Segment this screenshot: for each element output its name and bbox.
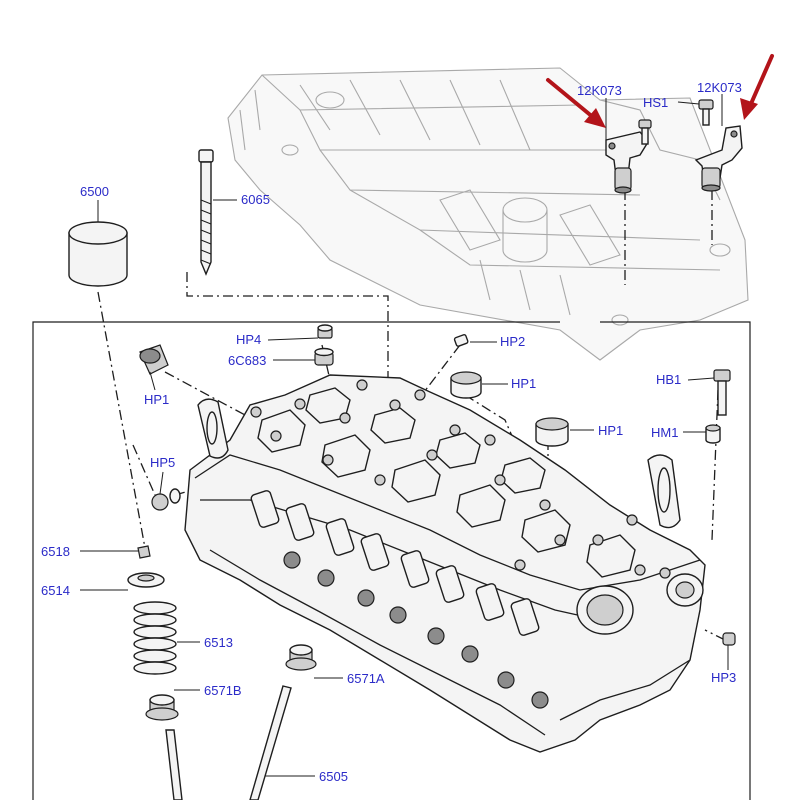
spring-retainer-6514 xyxy=(127,572,165,588)
highlight-arrow-right xyxy=(740,54,774,120)
callout-6500: 6500 xyxy=(80,184,109,199)
callout-6065: 6065 xyxy=(241,192,270,207)
lower-ports xyxy=(283,551,549,709)
dowel-hm1 xyxy=(705,424,721,444)
plug-hp1-mid xyxy=(450,371,482,399)
callout-6571b: 6571B xyxy=(204,683,242,698)
intake-ports xyxy=(250,490,540,636)
tappet-6500 xyxy=(68,221,128,287)
lifting-eye-left xyxy=(197,398,229,459)
callout-hs1: HS1 xyxy=(643,95,668,110)
plug-hp5 xyxy=(151,488,181,511)
lifting-eye-right xyxy=(647,454,681,529)
plug-hp2 xyxy=(453,334,469,347)
callout-hp5: HP5 xyxy=(150,455,175,470)
callout-6505: 6505 xyxy=(319,769,348,784)
callout-hb1: HB1 xyxy=(656,372,681,387)
callout-hp4: HP4 xyxy=(236,332,261,347)
plug-6c683 xyxy=(314,347,334,366)
callout-6571a: 6571A xyxy=(347,671,385,686)
sensor-bolt-hs1 xyxy=(698,99,714,126)
callout-labels: 12K073 12K073 HS1 6500 6065 HP4 6C683 HP… xyxy=(41,80,742,784)
callout-6518: 6518 xyxy=(41,544,70,559)
valve-stem-seal-6571b xyxy=(145,694,179,721)
plug-hp3 xyxy=(722,632,736,646)
sensor-bolt-left xyxy=(638,119,652,145)
collet-6518 xyxy=(137,545,151,559)
callout-6514: 6514 xyxy=(41,583,70,598)
callout-12k073-right: 12K073 xyxy=(697,80,742,95)
valve-6505-right xyxy=(249,685,292,800)
callout-hp1-left: HP1 xyxy=(144,392,169,407)
camshaft-carrier-cover xyxy=(227,67,749,361)
cam-bore xyxy=(576,573,704,635)
cylinder-head xyxy=(184,374,706,753)
head-bolts xyxy=(250,379,671,579)
valve-stem-seal-6571a xyxy=(285,644,317,671)
valve-spring-6513 xyxy=(133,601,177,675)
callout-hm1: HM1 xyxy=(651,425,678,440)
plug-hp1-right xyxy=(535,417,569,447)
callout-hp2: HP2 xyxy=(500,334,525,349)
head-bolt-6065 xyxy=(198,149,214,276)
callout-6c683: 6C683 xyxy=(228,353,266,368)
callout-frame xyxy=(32,321,751,800)
bolt-hb1 xyxy=(713,369,731,416)
callout-hp1-mid: HP1 xyxy=(511,376,536,391)
callout-hp1-right: HP1 xyxy=(598,423,623,438)
callout-hp3: HP3 xyxy=(711,670,736,685)
plug-hp1-left xyxy=(139,344,169,375)
highlight-arrow-left xyxy=(546,78,606,128)
camshaft-position-sensor-right xyxy=(694,125,743,192)
callout-6513: 6513 xyxy=(204,635,233,650)
valve-6505-left xyxy=(165,729,183,800)
leader-lines xyxy=(80,94,729,777)
plug-hp4 xyxy=(317,324,333,339)
callout-12k073-left: 12K073 xyxy=(577,83,622,98)
